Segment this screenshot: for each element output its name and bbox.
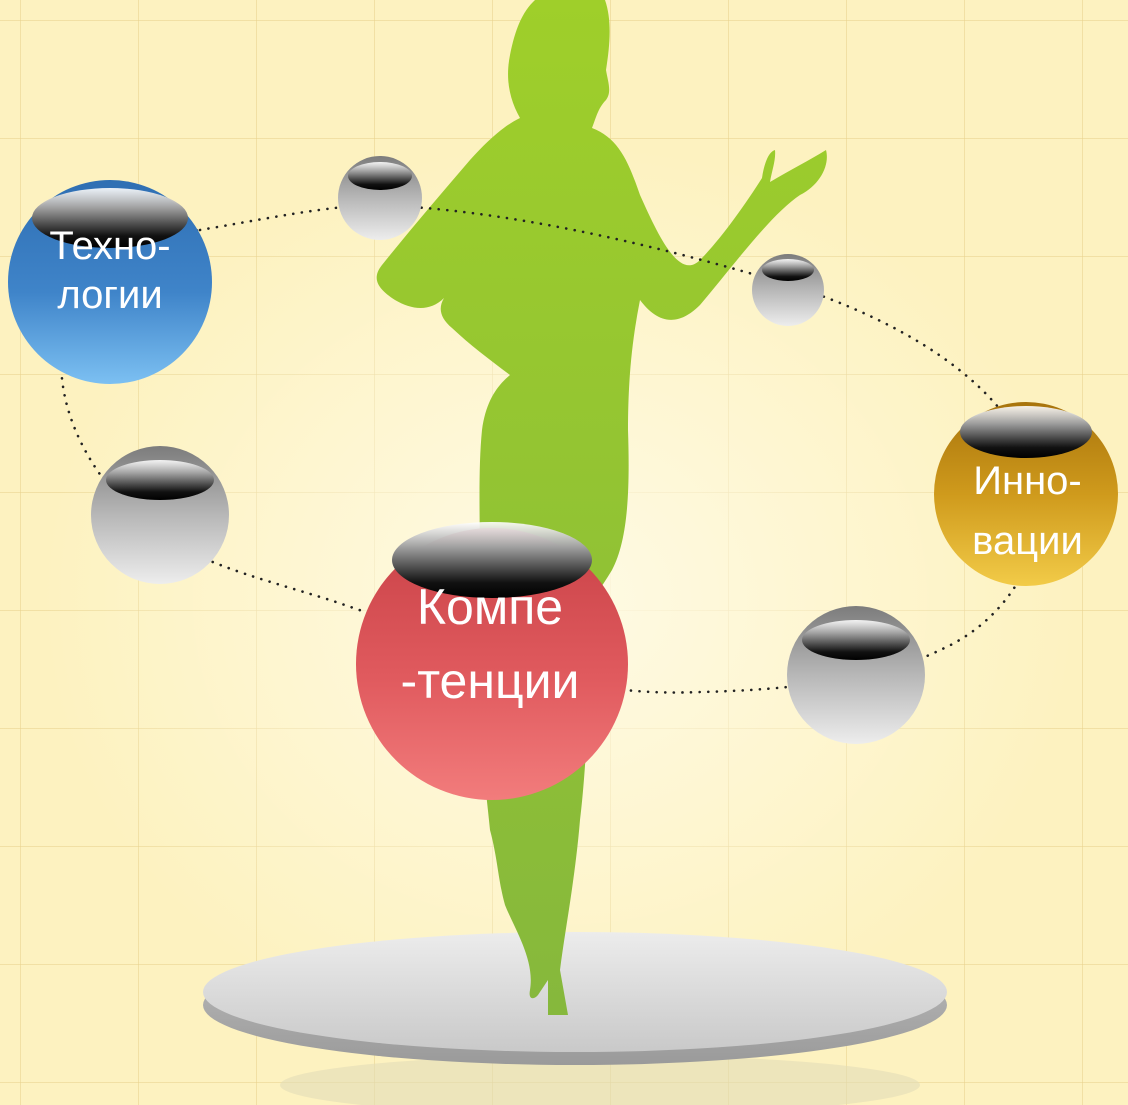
pedestal-disc bbox=[203, 932, 947, 1105]
comp-label: Компе -тенции bbox=[355, 570, 625, 718]
grey-bead bbox=[787, 606, 925, 744]
innov-label: Инно- вации bbox=[940, 451, 1115, 571]
grey-bead bbox=[752, 254, 824, 326]
woman-silhouette bbox=[377, 0, 827, 1015]
grey-bead bbox=[91, 446, 229, 584]
tech-label: Техно- логии bbox=[20, 222, 200, 320]
grey-bead bbox=[338, 156, 422, 240]
